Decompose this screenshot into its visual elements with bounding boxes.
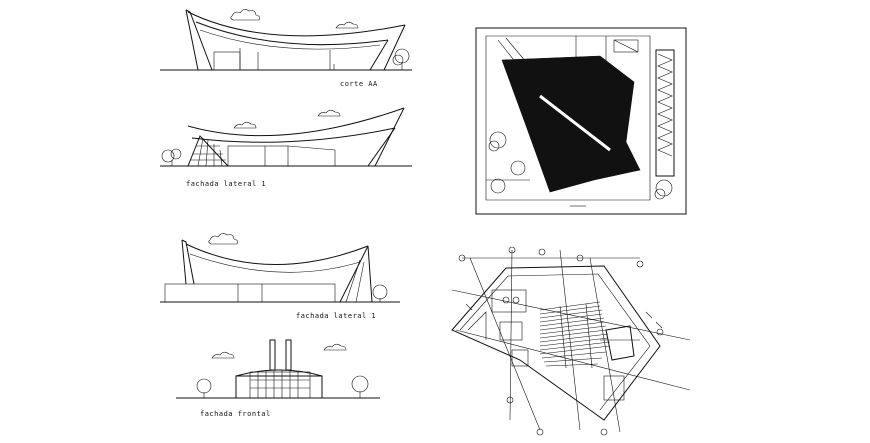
cloud-icon	[323, 343, 347, 351]
floor-plan	[451, 246, 691, 436]
lateral-elevation-2-label: fachada lateral 1	[296, 312, 376, 320]
front-elevation: fachada frontal	[176, 339, 380, 418]
cloud-icon	[233, 121, 257, 129]
tree-icon	[392, 48, 410, 70]
lateral-elevation-2: fachada lateral 1	[160, 233, 400, 320]
tree-icon	[510, 160, 526, 176]
tree-icon	[351, 375, 369, 398]
cloud-icon	[335, 21, 359, 29]
section-aa-label: corte AA	[340, 80, 378, 88]
site-plan	[475, 27, 687, 215]
tree-icon	[488, 131, 507, 152]
cloud-icon	[230, 9, 260, 21]
seating-rows	[539, 301, 611, 369]
lateral-elevation-1-label: fachada lateral 1	[186, 180, 266, 188]
tree-icon	[372, 284, 388, 302]
tree-icon	[654, 179, 673, 200]
cloud-icon	[317, 109, 341, 117]
cloud-icon	[211, 351, 235, 359]
tree-icon	[196, 378, 212, 398]
section-aa-elevation: corte AA	[160, 9, 412, 88]
tree-icon	[490, 178, 506, 194]
front-elevation-label: fachada frontal	[200, 410, 271, 418]
roof-polygon	[501, 55, 641, 193]
tree-icon	[161, 148, 182, 166]
cloud-icon	[208, 233, 238, 245]
lateral-elevation-1: fachada lateral 1	[160, 107, 412, 188]
